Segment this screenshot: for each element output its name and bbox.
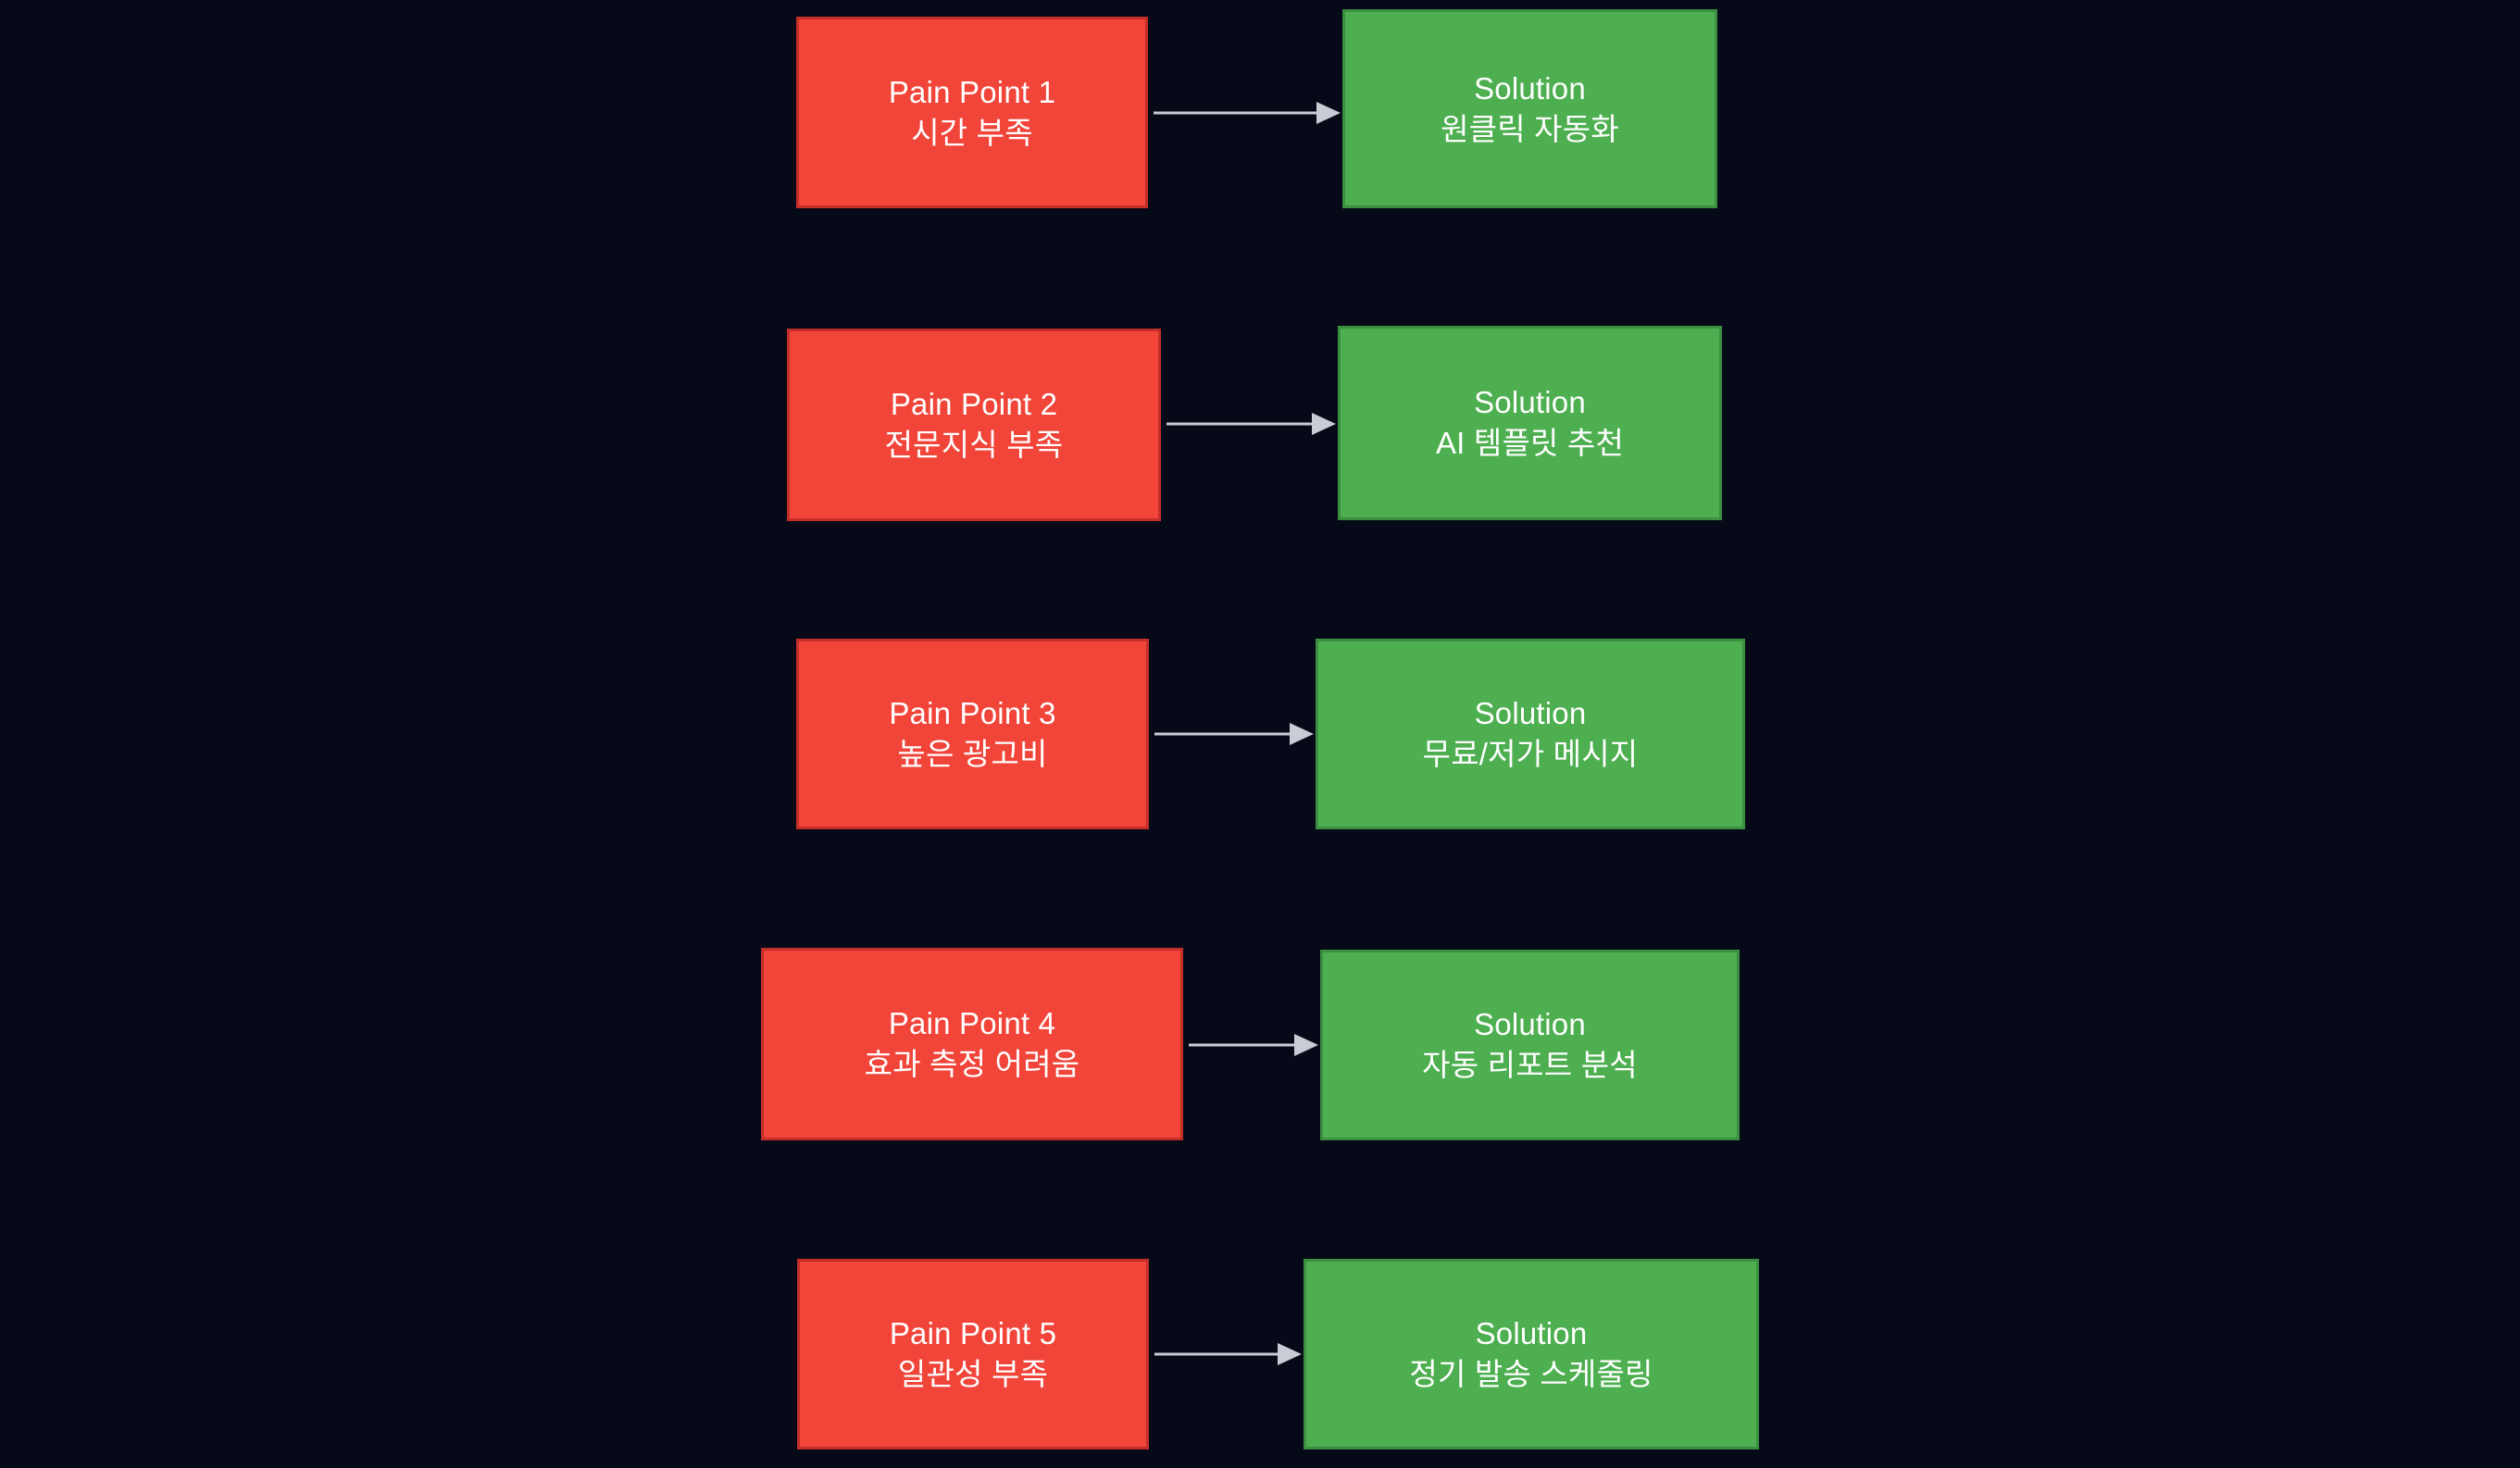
solution-title: Solution [1474,70,1586,106]
pain-point-description: 일관성 부족 [897,1357,1049,1391]
solution-node[interactable]: Solution 원클릭 자동화 [1342,9,1717,208]
pain-point-title: Pain Point 3 [889,696,1056,731]
solution-title: Solution [1474,696,1587,731]
pain-point-title: Pain Point 2 [890,387,1058,422]
solution-title: Solution [1474,1007,1586,1042]
pain-point-description: 효과 측정 어려움 [864,1047,1080,1081]
pain-point-title: Pain Point 5 [889,1316,1057,1351]
solution-title: Solution [1475,1316,1588,1351]
flow-arrow [1154,721,1314,747]
pain-point-title: Pain Point 4 [888,1006,1056,1041]
solution-description: 자동 리포트 분석 [1422,1048,1638,1082]
solution-node[interactable]: Solution 정기 발송 스케줄링 [1304,1259,1759,1449]
pain-point-description: 시간 부족 [911,115,1033,150]
pain-point-description: 전문지식 부족 [884,428,1064,462]
solution-node[interactable]: Solution 무료/저가 메시지 [1316,639,1745,829]
pain-point-node[interactable]: Pain Point 1 시간 부족 [796,17,1148,208]
pain-point-node[interactable]: Pain Point 2 전문지식 부족 [787,329,1161,521]
flow-arrow [1154,1341,1302,1367]
solution-description: 무료/저가 메시지 [1422,737,1639,771]
solution-title: Solution [1474,385,1586,420]
solution-node[interactable]: Solution 자동 리포트 분석 [1320,950,1740,1140]
solution-description: 원클릭 자동화 [1441,111,1619,146]
pain-point-description: 높은 광고비 [897,737,1048,771]
flow-arrow [1189,1032,1318,1058]
pain-point-node[interactable]: Pain Point 3 높은 광고비 [796,639,1149,829]
pain-point-node[interactable]: Pain Point 5 일관성 부족 [797,1259,1149,1449]
pain-point-node[interactable]: Pain Point 4 효과 측정 어려움 [761,948,1183,1140]
flow-arrow [1154,100,1341,126]
solution-description: AI 템플릿 추천 [1435,426,1625,460]
solution-description: 정기 발송 스케줄링 [1409,1357,1653,1391]
flow-arrow [1166,411,1336,437]
pain-point-title: Pain Point 1 [888,74,1056,109]
solution-node[interactable]: Solution AI 템플릿 추천 [1338,326,1722,520]
